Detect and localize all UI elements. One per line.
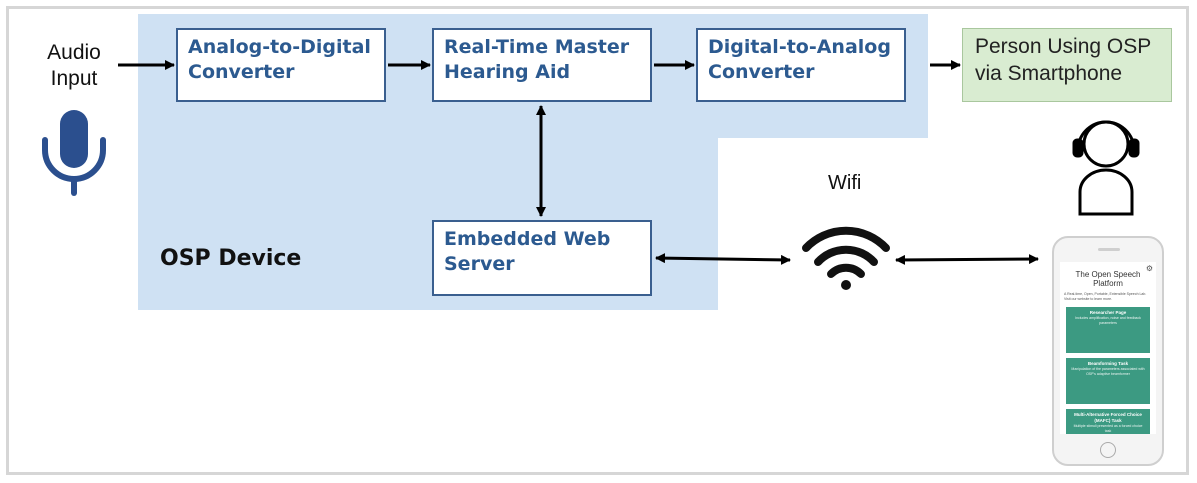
person-box: Person Using OSP via Smartphone: [962, 28, 1172, 102]
adc-line2: Converter: [188, 61, 295, 83]
wifi-icon: [802, 226, 890, 290]
osp-device-label: OSP Device: [160, 246, 302, 271]
audio-input-line1: Audio: [47, 41, 101, 64]
dac-line2: Converter: [708, 61, 815, 83]
arrow-wifi-phone: [895, 254, 1039, 265]
ews-line2: Server: [444, 253, 515, 275]
audio-input-line2: Input: [50, 67, 98, 90]
ews-line1: Embedded Web: [444, 228, 611, 250]
card-beamforming-task[interactable]: Beamforming Task Manipulation of the par…: [1066, 358, 1150, 404]
card-researcher-page[interactable]: Researcher Page Includes amplification, …: [1066, 307, 1150, 353]
person-line1: Person Using OSP: [975, 35, 1152, 58]
rtmha-box: Real-Time Master Hearing Aid: [432, 28, 652, 102]
ews-box: Embedded Web Server: [432, 220, 652, 296]
card-title: Multi-Alternative Forced Choice (MAFC) T…: [1074, 412, 1142, 423]
microphone-icon: [42, 110, 106, 196]
screen-intro: A Real-time, Open, Portable, Extensible …: [1064, 292, 1147, 301]
phone-home-button[interactable]: [1100, 442, 1116, 458]
card-title: Beamforming Task: [1087, 361, 1129, 366]
adc-line1: Analog-to-Digital: [188, 36, 371, 58]
phone-screen: ⚙ The Open Speech Platform A Real-time, …: [1060, 262, 1156, 434]
gear-icon: ⚙: [1145, 264, 1153, 273]
arrow-ews-wifi: [655, 253, 791, 265]
card-desc: Includes amplification, noise and feedba…: [1075, 316, 1141, 325]
wifi-label: Wifi: [828, 172, 862, 194]
card-desc: Manipulation of the parameters associate…: [1071, 367, 1145, 376]
audio-input-label: Audio Input: [40, 40, 108, 92]
rtmha-line1: Real-Time Master: [444, 36, 630, 58]
adc-box: Analog-to-Digital Converter: [176, 28, 386, 102]
smartphone: ⚙ The Open Speech Platform A Real-time, …: [1052, 236, 1164, 466]
dac-line1: Digital-to-Analog: [708, 36, 891, 58]
screen-title: The Open Speech Platform: [1075, 270, 1141, 288]
person-line2: via Smartphone: [975, 62, 1123, 85]
card-desc: Multiple stimuli presented as a forced c…: [1073, 424, 1143, 433]
rtmha-line2: Hearing Aid: [444, 61, 571, 83]
phone-speaker: [1098, 248, 1120, 251]
person-headphones-icon: [1072, 120, 1140, 216]
card-title: Researcher Page: [1089, 310, 1127, 315]
dac-box: Digital-to-Analog Converter: [696, 28, 906, 102]
card-mafc-task[interactable]: Multi-Alternative Forced Choice (MAFC) T…: [1066, 409, 1150, 434]
